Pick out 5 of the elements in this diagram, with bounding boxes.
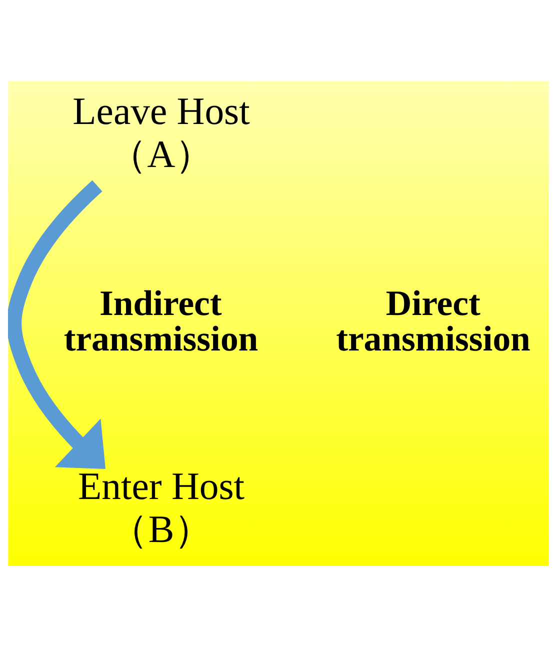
arrow (8, 180, 106, 469)
node-text: Leave Host （A） (72, 90, 250, 176)
label: Direct transmission (336, 282, 530, 359)
node-text: Enter Host （B） (78, 466, 245, 551)
label: Indirect transmission (64, 282, 258, 359)
